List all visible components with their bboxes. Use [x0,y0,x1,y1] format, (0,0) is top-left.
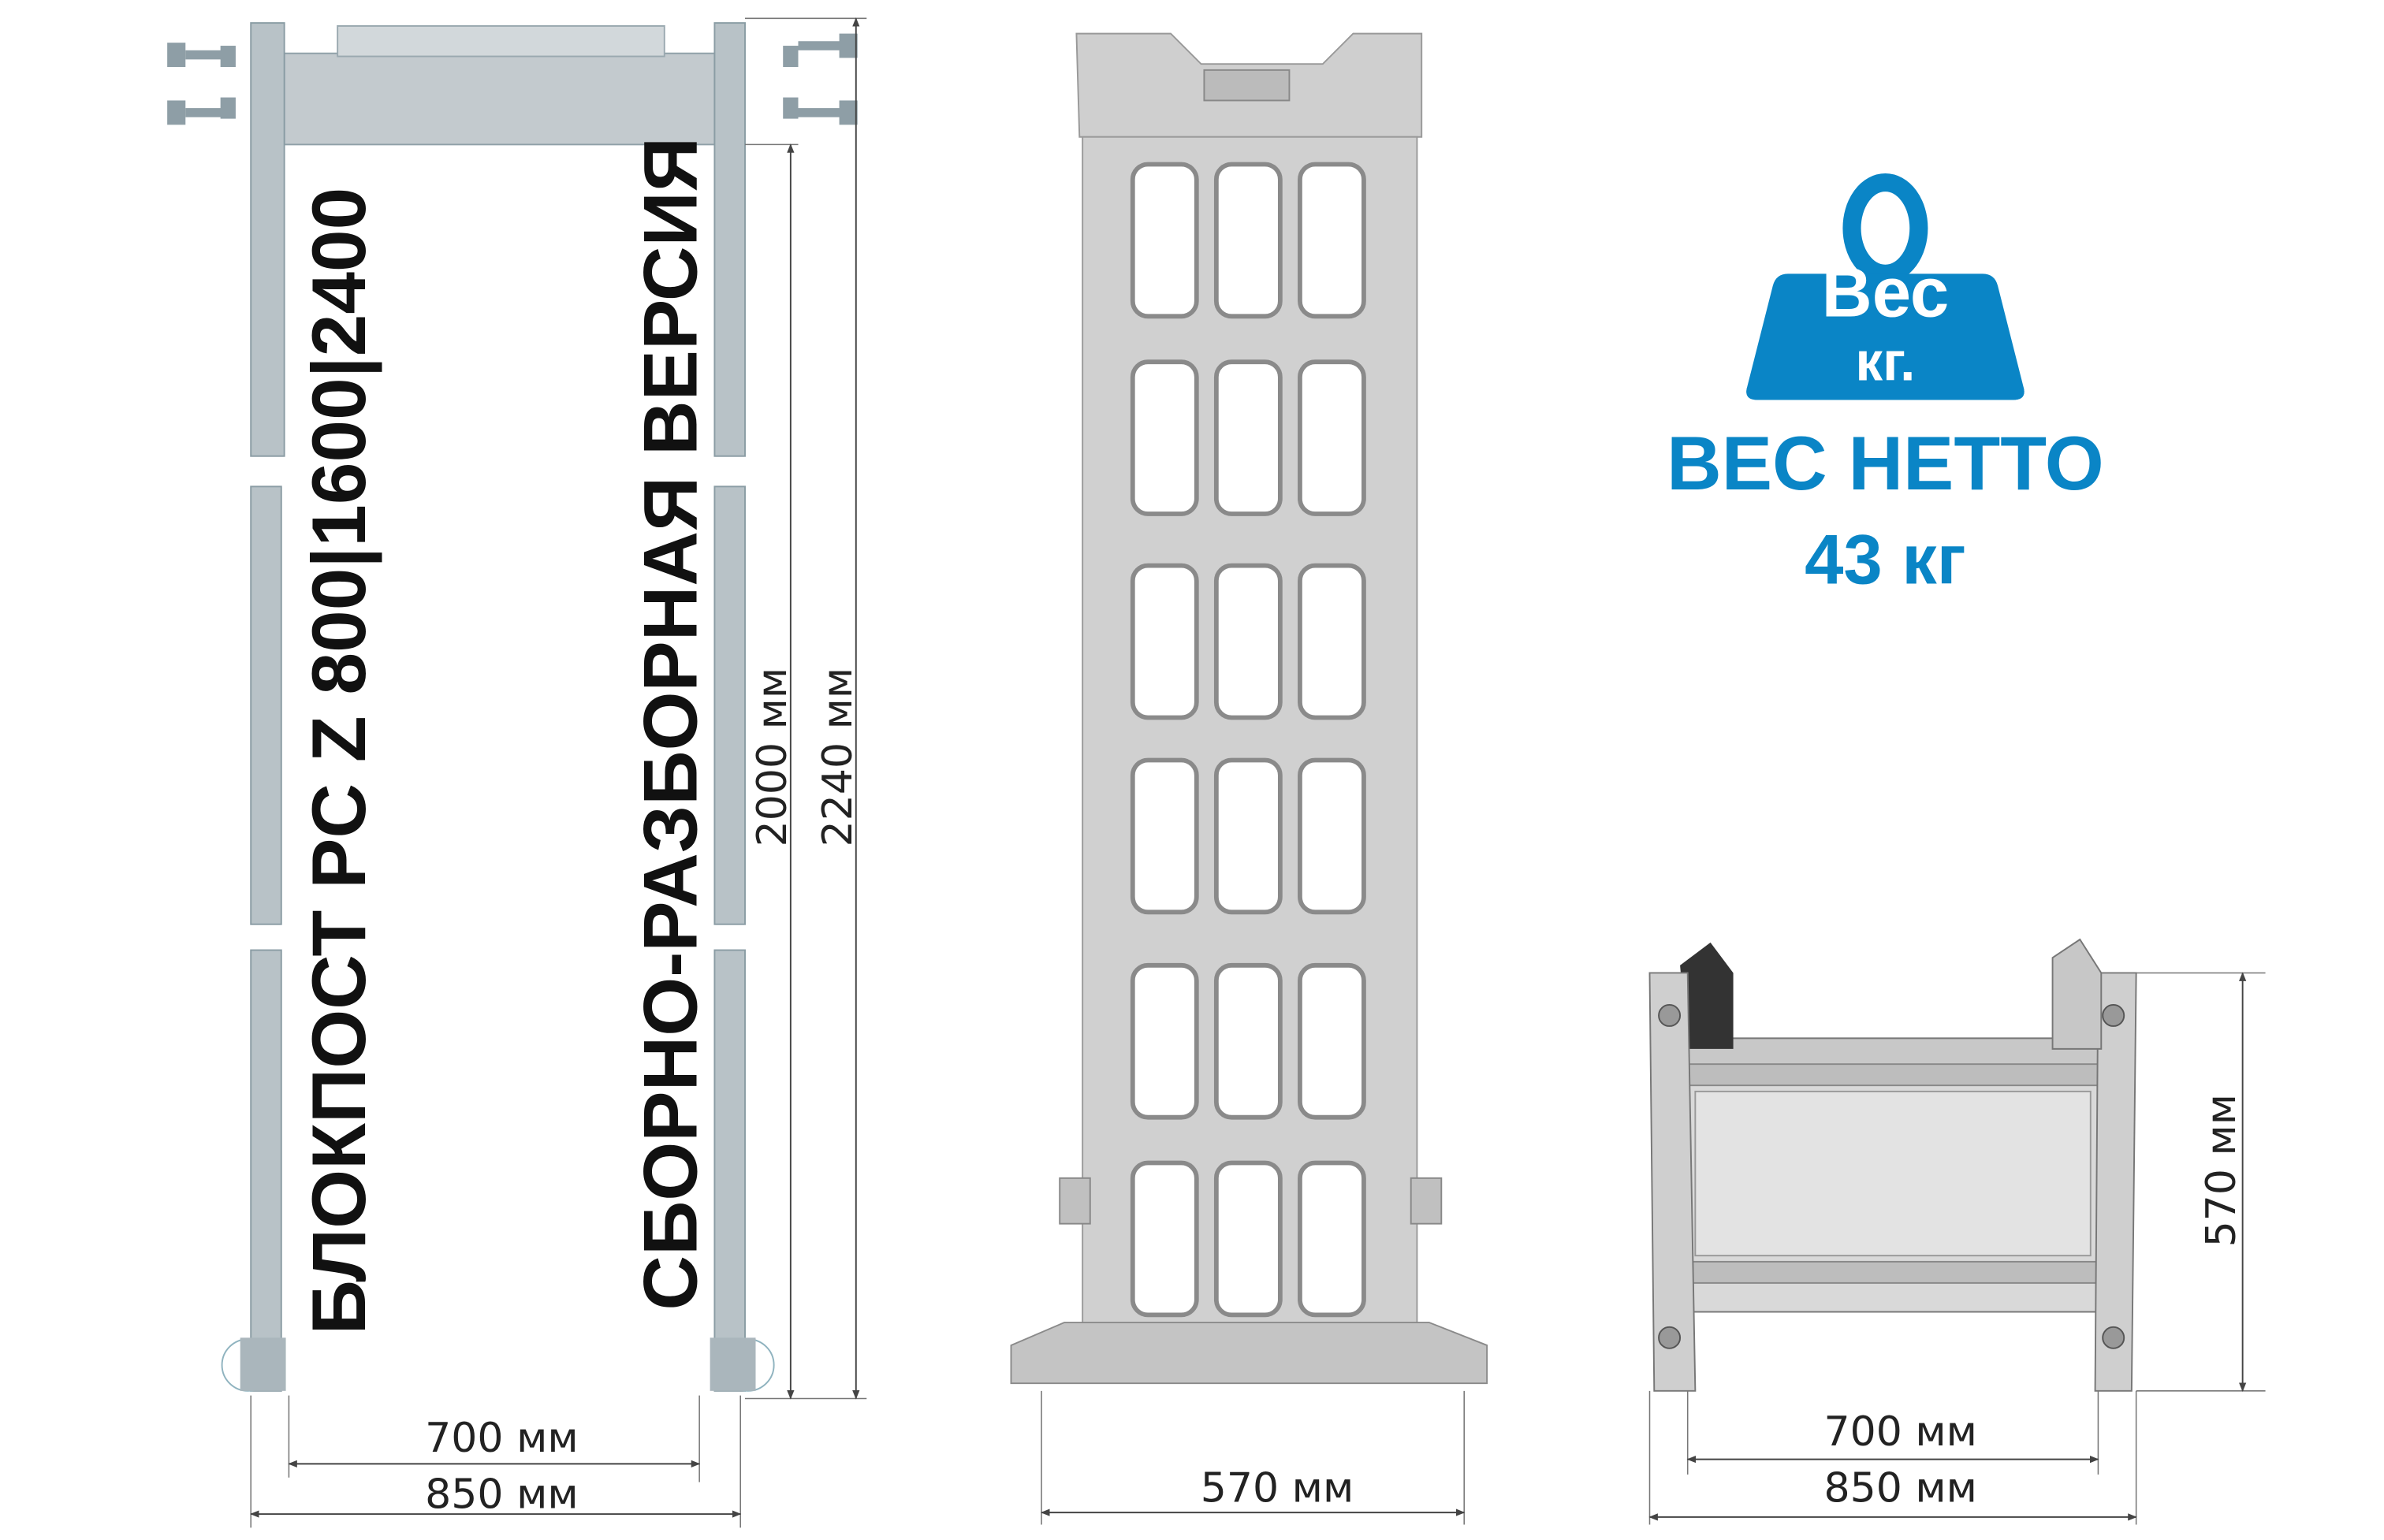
top-depth-label: 570 мм [2198,1094,2245,1247]
panel-window [1213,162,1283,319]
net-weight-label: ВЕС НЕТТО [1667,422,2104,506]
panel-window [1130,162,1199,319]
weight-icon-word: Вес [1822,253,1950,331]
foot-right [710,1337,775,1392]
weight-icon: Вес кг. [1746,173,2025,400]
left-pillar [250,22,285,1392]
panel-window [1213,359,1283,516]
width-dimension-lines [250,1395,742,1528]
right-pillar [713,22,746,1392]
front-view-frame [167,22,858,1392]
panel-window [1130,359,1199,516]
product-title: БЛОКПОСТ PC Z 800|1600|2400 [297,188,382,1335]
panel-window [1298,757,1366,915]
width-inner-label: 700 мм [425,1415,578,1462]
weight-icon-unit: кг. [1855,330,1915,392]
height-dimension-lines [745,17,867,1400]
top-width-inner-label: 700 мм [1823,1408,1976,1456]
panel-window [1298,359,1366,516]
panel-window [1298,1160,1366,1318]
version-subtitle: СБОРНО-РАЗБОРНАЯ ВЕРСИЯ [628,137,713,1311]
panel-window [1298,162,1366,319]
net-weight-value: 43 кг [1805,521,1966,599]
foot-left [221,1337,286,1392]
depth-dimension-lines [1040,1390,1466,1525]
panel-window [1298,563,1366,720]
panel-window [1213,1160,1283,1318]
panel-window [1130,563,1199,720]
panel-window [1213,757,1283,915]
panel-window [1130,1160,1199,1318]
panel-window [1130,962,1199,1120]
top-width-outer-label: 850 мм [1823,1465,1976,1512]
panel-window [1213,962,1283,1120]
panel-window [1130,757,1199,915]
top-view-frame [1648,938,2137,1392]
height-outer-label: 2240 мм [814,668,862,847]
height-inner-label: 2000 мм [749,668,796,847]
panel-window [1213,563,1283,720]
side-depth-label: 570 мм [1201,1465,1354,1512]
panel-window [1298,962,1366,1120]
width-outer-label: 850 мм [425,1471,578,1518]
side-view-panel [1010,32,1488,1385]
top-beam [283,52,716,146]
top-view-dimension-lines [1648,972,2266,1525]
